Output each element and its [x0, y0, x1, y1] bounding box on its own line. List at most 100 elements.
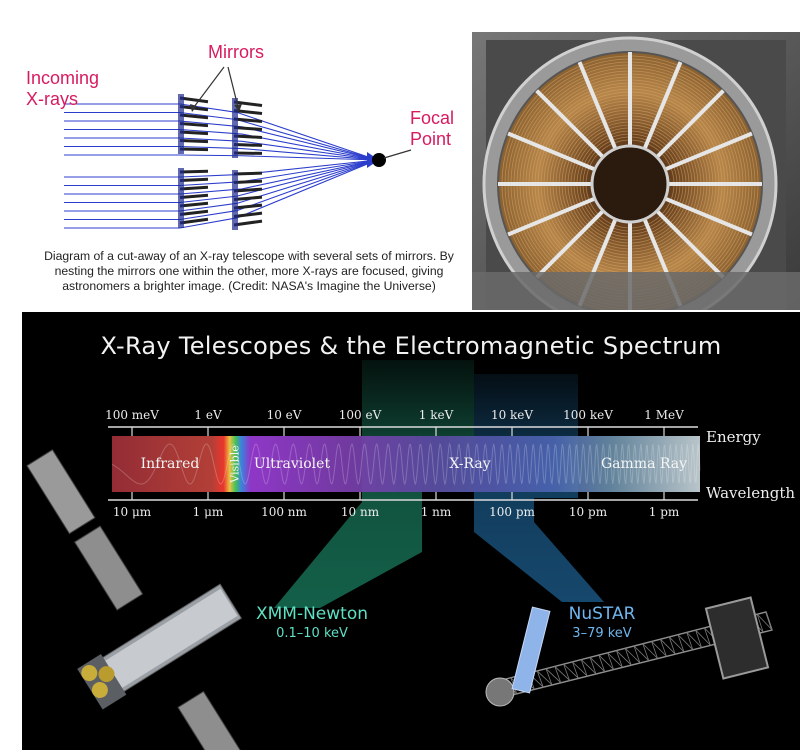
wavelength-tick: 1 pm [648, 505, 680, 519]
energy-axis-label: Energy [706, 428, 761, 446]
wavelength-tick: 1 μm [192, 505, 224, 519]
truss-strut [668, 636, 676, 655]
mirror-holder [178, 168, 184, 228]
energy-tick: 1 keV [418, 408, 454, 422]
center-hub [590, 144, 670, 224]
truss-diagonal [668, 636, 685, 653]
spoke [655, 89, 725, 159]
truss-strut [572, 661, 579, 679]
truss-strut [598, 654, 606, 672]
mirror-plate [233, 134, 263, 139]
truss-diagonal [598, 654, 615, 670]
mirror-plate [233, 171, 263, 176]
truss-diagonal [616, 650, 632, 666]
energy-tick: 1 eV [194, 408, 222, 422]
wavelength-axis-label: Wavelength [706, 484, 796, 502]
mirror-plate [233, 179, 263, 184]
spoke [507, 131, 596, 172]
truss-diagonal [660, 638, 676, 655]
wavelength-tick: 10 μm [112, 505, 152, 519]
truss-strut [677, 634, 685, 653]
truss-diagonal [642, 643, 659, 659]
truss-strut [686, 632, 694, 650]
energy-tick: 10 keV [490, 408, 534, 422]
mirrors-pointer-left [193, 66, 225, 108]
truss-diagonal [607, 652, 623, 668]
mirror-diagram-panel: Mirrors Incoming X-rays Focal Point Diag… [22, 32, 470, 310]
incoming-label-line1: Incoming [26, 68, 100, 88]
energy-tick: 100 meV [105, 408, 159, 422]
incoming-label-line2: X-rays [26, 89, 79, 109]
truss-strut [580, 659, 588, 677]
wavelength-tick: 10 pm [568, 505, 608, 519]
spoke [642, 61, 683, 150]
focused-ray [179, 137, 378, 161]
mirror-module-photo [472, 32, 800, 310]
band-infrared: Infrared [140, 456, 200, 472]
truss-strut [756, 614, 764, 633]
focused-ray [179, 128, 378, 161]
focal-pointer [383, 149, 412, 159]
truss-strut [651, 641, 658, 659]
spoke [535, 209, 605, 279]
mirror-holder [232, 98, 238, 158]
mirror-plate [233, 143, 263, 147]
mirror-plate [179, 193, 209, 199]
truss-strut [695, 630, 702, 648]
mirror-plate [179, 96, 209, 104]
mirror-plate [179, 201, 209, 208]
nustar-spacecraft [485, 596, 773, 707]
wavelength-wave [111, 442, 701, 486]
focused-ray [179, 154, 378, 161]
spectrum-panel: X-Ray Telescopes & the Electromagnetic S… [22, 312, 800, 750]
truss-diagonal [572, 661, 588, 677]
wavelength-tick: 100 pm [489, 505, 535, 519]
truss-diagonal [563, 663, 579, 679]
mirror-diagram-svg [64, 66, 412, 230]
truss-diagonal [554, 666, 571, 681]
mirror-plate [179, 122, 209, 128]
mirror-plate [179, 177, 209, 182]
truss-diagonal [580, 659, 597, 675]
band-ultraviolet: Ultraviolet [253, 456, 331, 472]
truss-strut [624, 648, 632, 666]
mirrors-pointer-right [227, 66, 239, 108]
truss-diagonal [624, 647, 641, 664]
mirror-plate [233, 117, 263, 123]
mirror-plate [233, 195, 263, 201]
focused-ray [179, 159, 378, 195]
truss-strut [545, 668, 553, 686]
truss-strut [765, 611, 773, 631]
truss-strut [563, 663, 570, 681]
spectrum-title: X-Ray Telescopes & the Electromagnetic S… [100, 332, 722, 360]
truss-strut [660, 639, 667, 657]
nustar-range: 3–79 keV [572, 626, 632, 641]
wavelength-tick: 10 nm [340, 505, 380, 519]
mirror-plate [179, 217, 209, 225]
focal-label-line1: Focal [410, 108, 455, 128]
mirror-plate [179, 209, 209, 216]
truss-strut [607, 652, 614, 670]
focal-label-line2: Point [410, 129, 452, 149]
truss-diagonal [633, 645, 650, 662]
mirror-plate [233, 219, 263, 227]
xmm-newton-name: XMM-Newton [255, 604, 369, 624]
truss-strut [616, 650, 623, 668]
wavelength-tick: 100 nm [261, 505, 307, 519]
energy-tick: 100 eV [338, 408, 382, 422]
truss-diagonal [695, 629, 711, 646]
nustar-name: NuSTAR [568, 604, 636, 624]
mirror-holder [178, 94, 184, 154]
caption-line-2: nesting the mirrors one within the other… [54, 264, 444, 278]
truss-diagonal [677, 634, 694, 651]
mirrors-label: Mirrors [208, 42, 264, 62]
mirror-holder [232, 170, 238, 230]
energy-tick: 100 keV [563, 408, 613, 422]
spoke [535, 89, 605, 159]
mirror-plate [179, 147, 209, 152]
band-gamma-ray: Gamma Ray [601, 456, 687, 472]
energy-tick: 10 eV [266, 408, 302, 422]
truss-diagonal [589, 657, 606, 673]
mirror-plate [179, 130, 209, 136]
truss-strut [536, 670, 544, 688]
